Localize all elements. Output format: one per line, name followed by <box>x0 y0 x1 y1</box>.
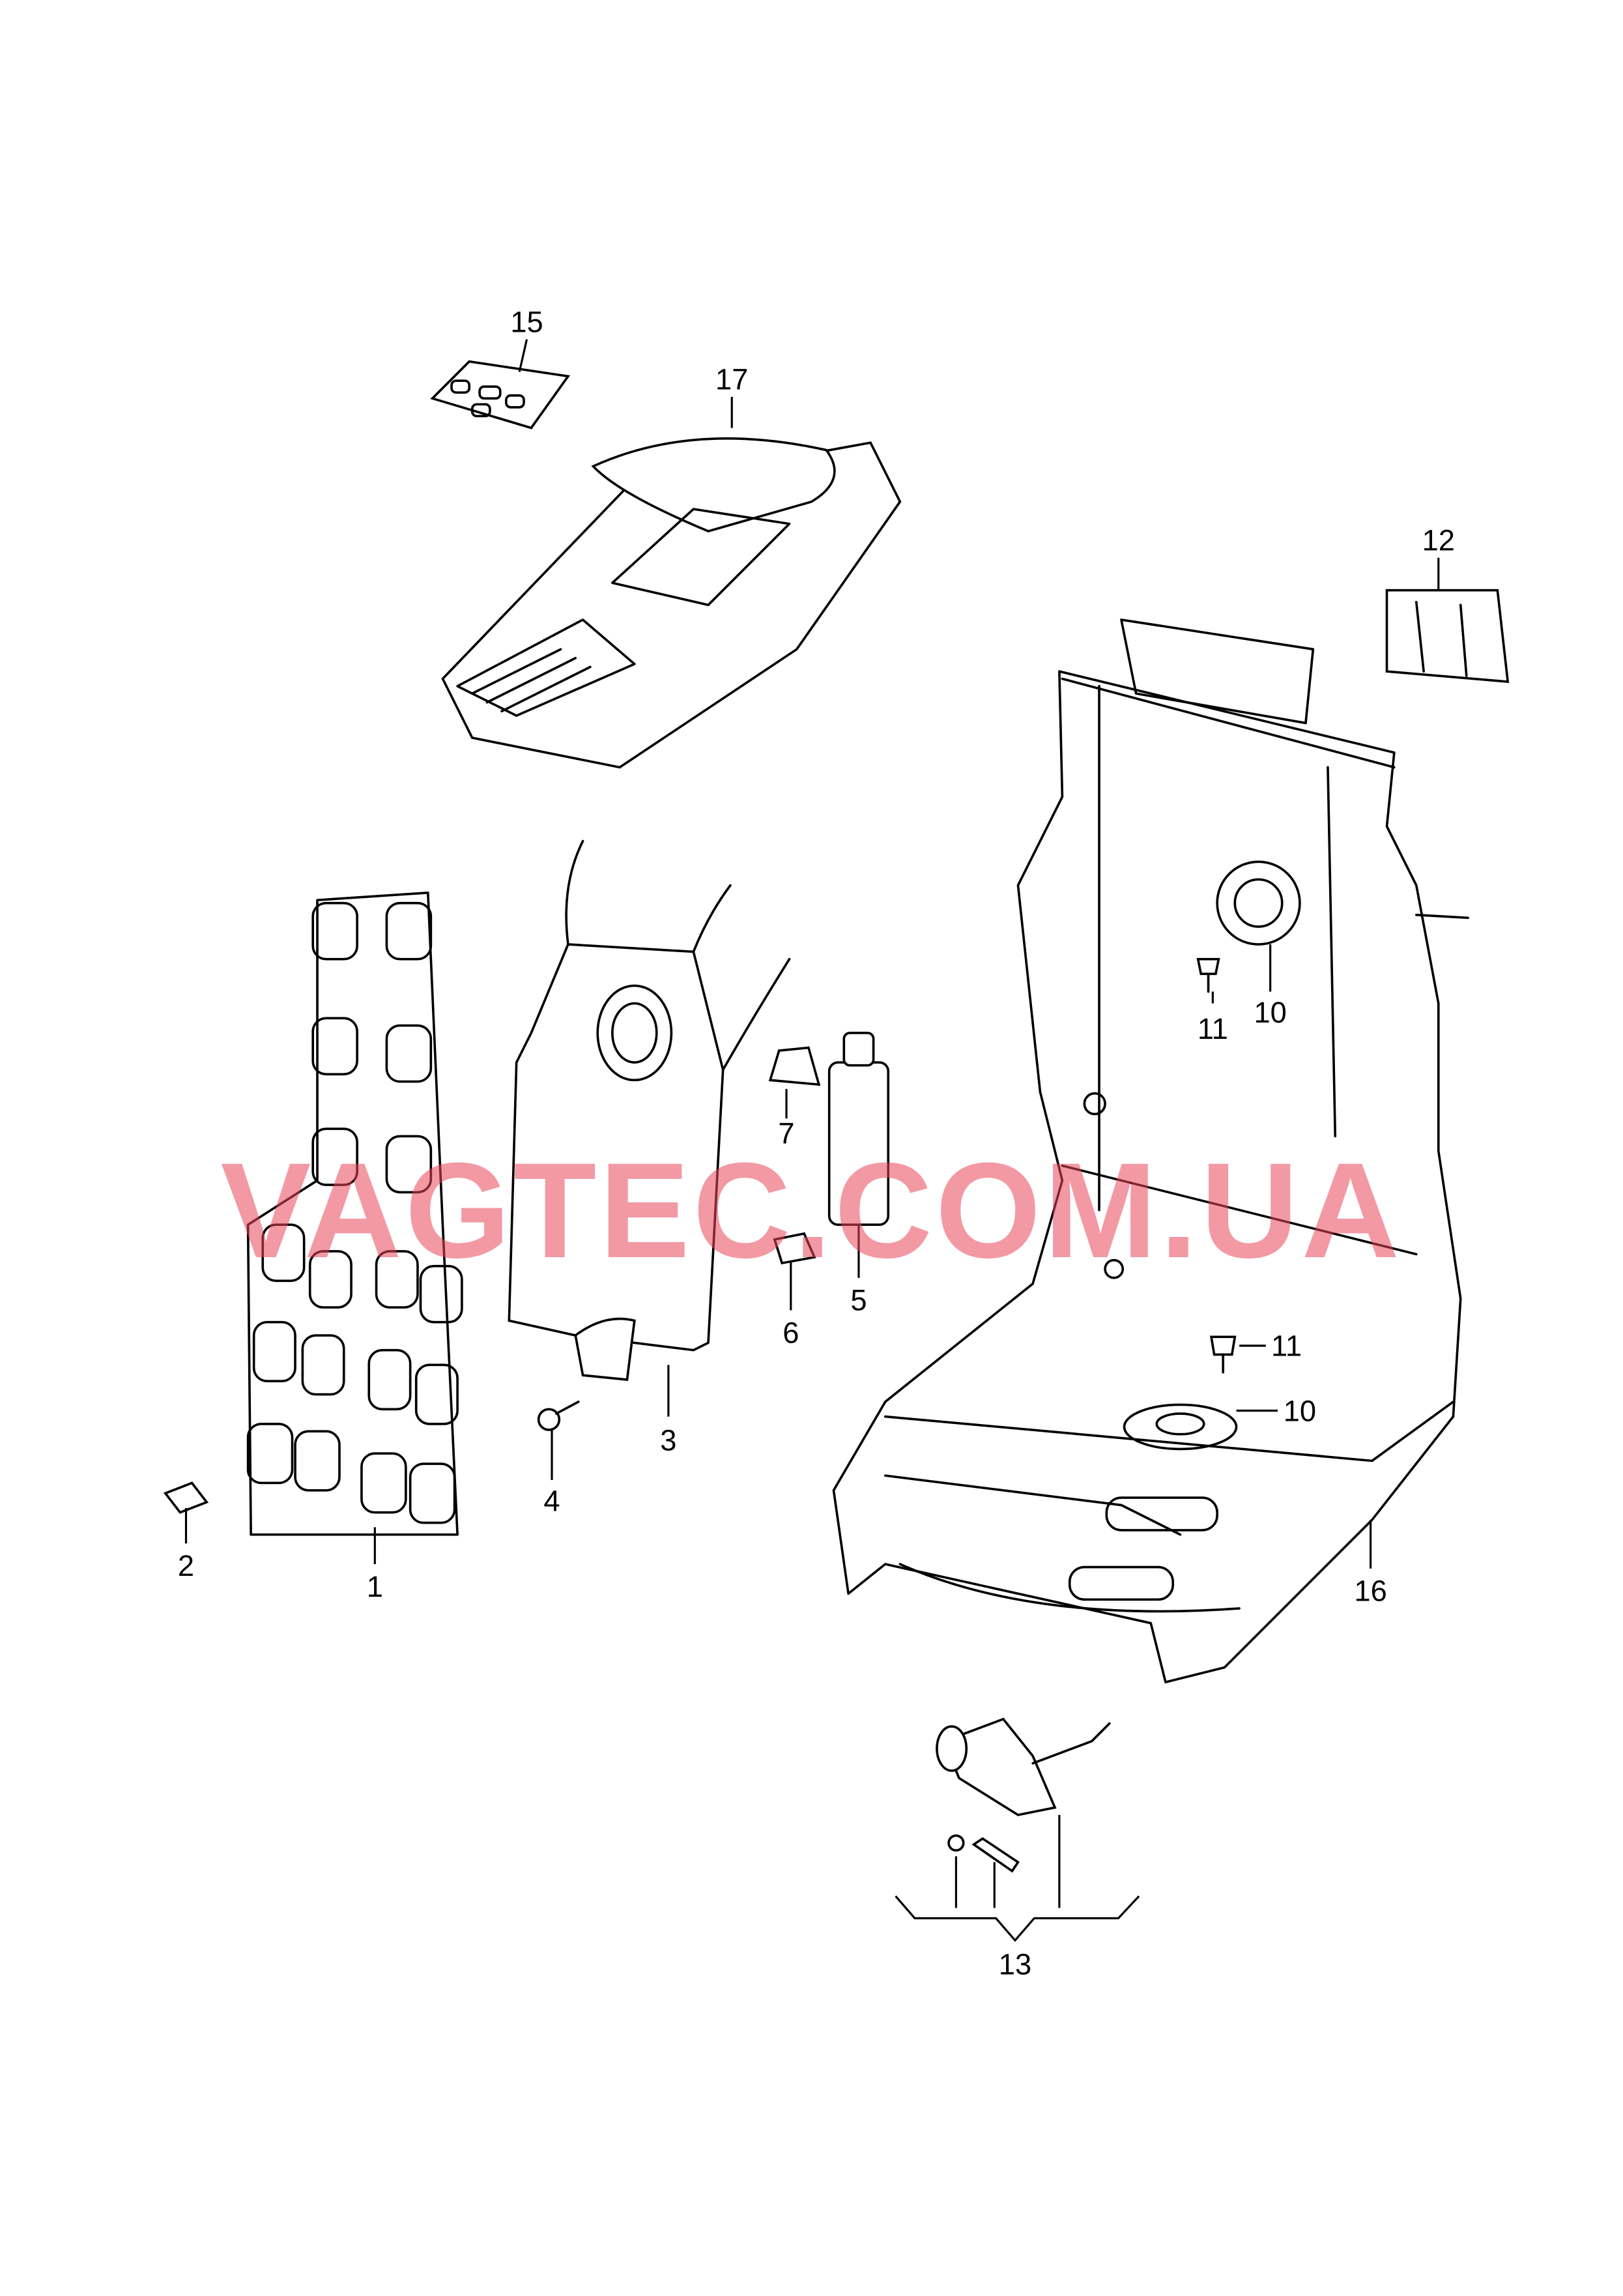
part-15-switch-panel <box>430 360 571 429</box>
callout-17: 17 <box>715 363 748 396</box>
callout-6: 6 <box>783 1316 799 1349</box>
callout-7: 7 <box>778 1117 794 1150</box>
callout-11a: 11 <box>1198 1012 1228 1045</box>
part-16-seat-frame <box>832 618 1469 1683</box>
callout-10a: 10 <box>1254 996 1286 1029</box>
part-13-motor-assembly <box>936 1717 1111 1873</box>
callout-5: 5 <box>850 1284 867 1317</box>
part-5-actuator <box>827 1032 890 1227</box>
callout-13: 13 <box>999 1947 1031 1981</box>
part-2-clip <box>163 1481 209 1514</box>
callout-11b: 11 <box>1271 1330 1302 1363</box>
callout-2: 2 <box>178 1549 194 1582</box>
part-6-clip <box>773 1232 816 1265</box>
callout-10b: 10 <box>1284 1394 1316 1427</box>
callout-12: 12 <box>1422 524 1455 557</box>
part-12-cover <box>1385 589 1510 684</box>
part-1-seat-mat <box>246 891 463 1536</box>
part-3-panel <box>508 839 791 1381</box>
leader-lines <box>184 339 1440 1942</box>
callout-4: 4 <box>543 1484 560 1517</box>
callout-16: 16 <box>1354 1575 1386 1608</box>
part-17-armrest <box>441 437 902 769</box>
callout-3: 3 <box>660 1424 676 1457</box>
callout-15: 15 <box>510 305 543 338</box>
callout-1: 1 <box>367 1570 383 1603</box>
part-4-bolt <box>537 1401 580 1431</box>
part-11-screws <box>1196 957 1237 1374</box>
part-7-connector <box>768 1046 821 1086</box>
watermark: VAGTEC.COM.UA <box>221 1135 1403 1286</box>
